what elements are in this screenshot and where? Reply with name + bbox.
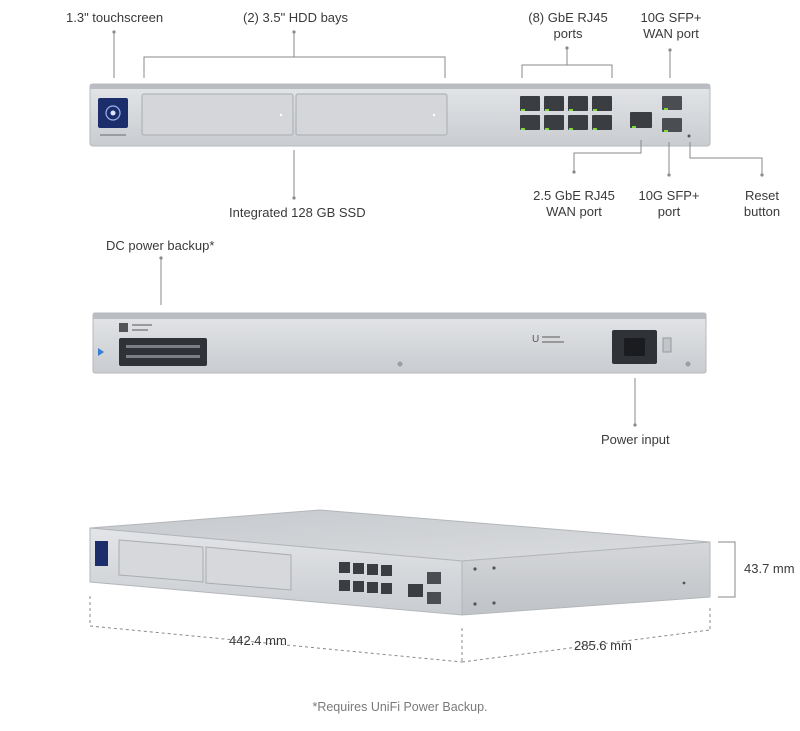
port-led [569,109,573,111]
rear-label-text [132,329,148,331]
persp-wan-port [408,584,423,597]
label-touchscreen: 1.3" touchscreen [66,10,164,25]
gbe-port [568,115,588,130]
label-wan-rj45-line2: WAN port [546,204,602,219]
port-led [593,109,597,111]
port-led [521,128,525,130]
front-top-edge [90,84,710,89]
rear-label-text [132,324,152,326]
hdd-bay-1 [141,93,294,136]
sfp-led [664,130,668,132]
label-gbe-ports-line1: (8) GbE RJ45 [528,10,608,25]
port-led [545,128,549,130]
label-gbe-ports: (8) GbE RJ45 ports [520,10,616,42]
rear-view: U [92,256,707,427]
gbe-port [520,115,540,130]
gbe-port [592,115,612,130]
label-sfp-port-line2: port [657,204,681,219]
perspective-view [89,509,736,663]
label-reset-line1: Reset [745,188,779,203]
port-led [593,128,597,130]
front-model-text [100,134,126,136]
power-switch [662,337,672,353]
dimension-depth: 285.6 mm [574,638,632,653]
label-reset: Reset button [734,188,790,220]
height-dimension-bracket [718,541,736,598]
dimension-width: 442.4 mm [229,633,287,648]
touchscreen-dot [110,110,116,116]
hdd-bay-2 [295,93,448,136]
label-wan-rj45: 2.5 GbE RJ45 WAN port [524,188,624,220]
label-sfp-wan: 10G SFP+ WAN port [628,10,714,42]
chassis-side-face [461,541,711,616]
port-led [521,109,525,111]
label-sfp-port: 10G SFP+ port [634,188,704,220]
wan-rj45-led [632,126,636,128]
gbe-port [544,96,564,111]
dimension-lines [89,596,711,663]
label-dc-power: DC power backup* [106,238,215,253]
hdd-bay-2-led [432,113,436,117]
persp-hdd-bay-2 [205,546,292,591]
persp-hdd-bay-1 [118,539,204,583]
dc-power-connector [119,338,207,366]
gbe-ports [520,96,612,130]
gbe-port [568,96,588,111]
rear-screw [685,361,691,367]
label-sfp-wan-line2: WAN port [643,26,699,41]
front-leaders [112,30,764,200]
front-view [89,30,764,200]
ground-symbol-icon [98,348,104,356]
sfp-wan-led [664,108,668,110]
sfp-wan-port [662,96,682,110]
persp-sfp-port [427,592,441,604]
sfp-port [662,118,682,132]
port-led [545,109,549,111]
reset-button-hole [687,134,691,138]
label-sfp-port-line1: 10G SFP+ [638,188,700,203]
dc-connector-pins [126,345,200,358]
label-reset-line2: button [743,204,781,219]
gbe-port-leds [521,109,597,130]
persp-touchscreen [95,541,108,566]
persp-sfp-port [427,572,441,584]
label-ssd: Integrated 128 GB SSD [229,205,366,220]
rear-screw [397,361,403,367]
wan-rj45-port [630,112,652,128]
gbe-port [520,96,540,111]
label-gbe-ports-line2: ports [553,26,583,41]
label-sfp-wan-line1: 10G SFP+ [640,10,702,25]
rear-leaders [159,256,637,427]
qr-code [119,323,128,332]
footnote: *Requires UniFi Power Backup. [312,700,488,714]
gbe-port [592,96,612,111]
dimension-height: 43.7 mm [744,561,795,576]
ubiquiti-logo-icon: U [532,334,539,345]
gbe-port [544,115,564,130]
label-hdd-bays: (2) 3.5" HDD bays [243,10,349,25]
persp-gbe-ports [339,562,392,594]
port-led [569,128,573,130]
label-power-input: Power input [601,432,670,447]
label-wan-rj45-line1: 2.5 GbE RJ45 [533,188,615,203]
rear-cert-text [542,341,564,343]
rear-top-edge [93,313,706,319]
touchscreen-logo [105,105,121,121]
power-inlet-socket [624,338,645,356]
side-screws [473,566,686,606]
rear-cert-text [542,336,560,338]
hdd-bay-1-led [279,113,283,117]
